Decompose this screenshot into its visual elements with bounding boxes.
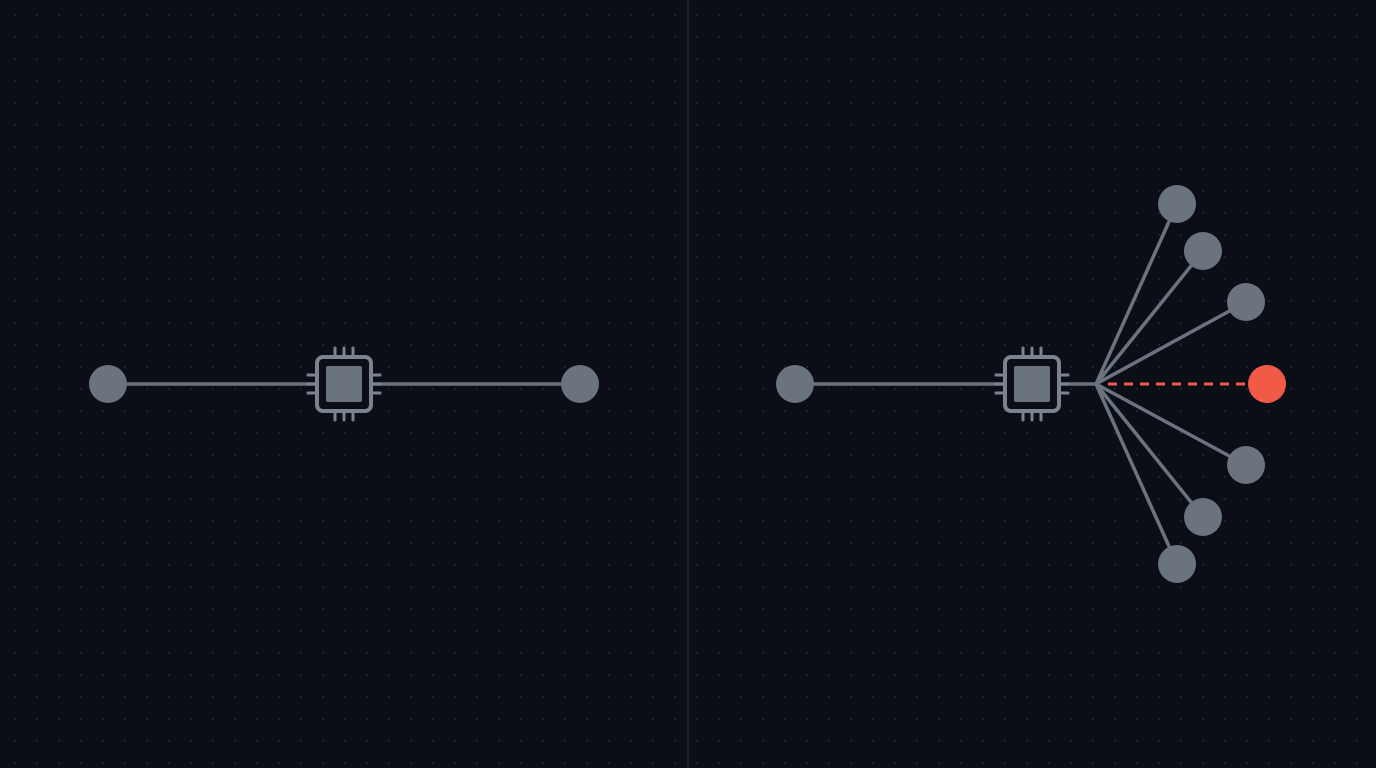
output-node-6	[1158, 545, 1196, 583]
input-node	[89, 365, 127, 403]
edge-hub-to-output-4	[1094, 382, 1248, 467]
output-node-1	[1158, 185, 1196, 223]
edge-hub-to-output-1	[1094, 202, 1179, 386]
alert-node	[1248, 365, 1286, 403]
output-node-2	[1184, 232, 1222, 270]
left-panel	[89, 346, 599, 422]
right-panel	[776, 185, 1286, 583]
output-node	[561, 365, 599, 403]
chip-die	[326, 366, 362, 402]
chip-die	[1014, 366, 1050, 402]
output-node-4	[1227, 446, 1265, 484]
input-node	[776, 365, 814, 403]
output-node-5	[1184, 498, 1222, 536]
edge-hub-to-output-2	[1094, 249, 1205, 386]
processor-chip-icon	[994, 346, 1070, 422]
edge-hub-to-output-5	[1094, 382, 1205, 519]
edge-hub-to-output-6	[1094, 382, 1179, 566]
output-node-3	[1227, 283, 1265, 321]
processor-chip-icon	[306, 346, 382, 422]
edge-hub-to-output-3	[1094, 300, 1248, 386]
